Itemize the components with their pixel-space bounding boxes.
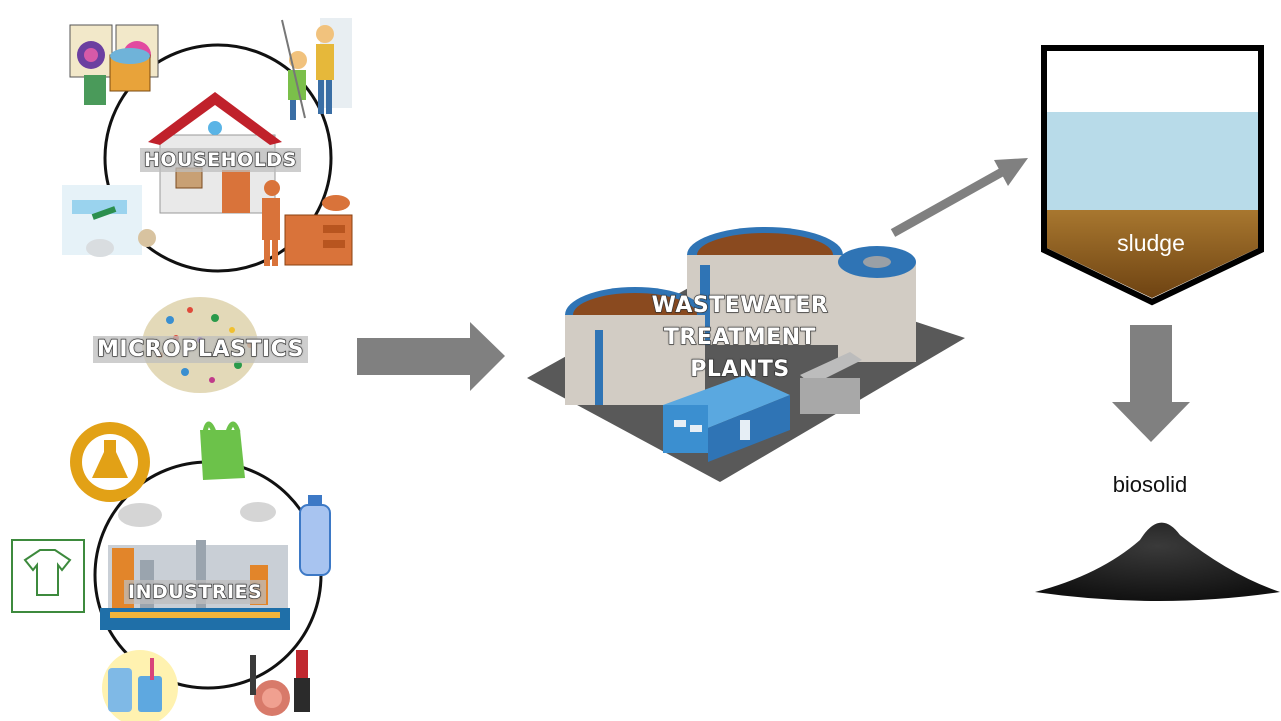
sludge-tank-icon [1041,45,1264,306]
flow-arrow-to-plant [357,322,505,391]
industries-group [11,421,331,721]
wwtp-label-line2: TREATMENT [663,324,817,350]
plastic-bag-icon [200,421,245,480]
treatment-plant-icon [527,227,965,482]
factory-icon [100,502,290,630]
flow-arrow-to-biosolid [1112,325,1190,442]
households-circle [103,43,333,273]
sludge-label: sludge [1117,230,1185,256]
washing-machine-icon [69,24,159,105]
biosolid-label: biosolid [1112,472,1188,497]
households-label: HOUSEHOLDS [140,148,301,172]
wwtp-label: WASTEWATER TREATMENT PLANTS [640,290,840,386]
water-bottle-icon [299,495,331,576]
households-group [62,18,353,273]
flow-arrow-to-tank [890,158,1028,237]
microplastics-label: MICROPLASTICS [93,336,308,363]
wwtp-label-line1: WASTEWATER [651,292,829,318]
cleaning-people-icon [281,18,352,120]
toiletries-icon [102,650,178,721]
textile-icon [11,539,85,613]
biosolid-pile-icon [1035,522,1280,601]
industries-label: INDUSTRIES [124,580,267,604]
bathroom-icon [62,185,156,257]
cosmetics-icon [250,650,310,716]
wwtp-label-line3: PLANTS [690,356,790,382]
lab-gear-icon [70,422,150,502]
kitchen-person-icon [262,180,353,266]
